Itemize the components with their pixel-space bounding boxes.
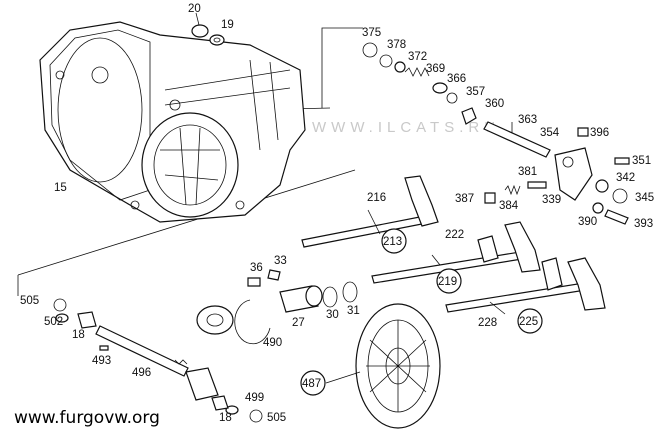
label-15: 15 [54, 182, 67, 194]
release-fork [185, 367, 219, 401]
ring-part-19 [209, 34, 225, 46]
cap-396 [577, 127, 589, 137]
label-396: 396 [590, 127, 609, 139]
label-375: 375 [362, 27, 381, 39]
label-381: 381 [518, 166, 537, 178]
callout-487: 487 [300, 370, 326, 396]
ring-505-upper [53, 298, 67, 312]
callout-225: 225 [517, 308, 543, 334]
washer-372 [394, 61, 406, 73]
label-393: 393 [634, 218, 653, 230]
label-378: 378 [387, 39, 406, 51]
svg-text:225: 225 [519, 316, 538, 328]
callout-219: 219 [436, 268, 462, 294]
label-27: 27 [292, 317, 305, 329]
label-384: 384 [499, 200, 519, 212]
label-30: 30 [326, 309, 339, 321]
ring-378 [379, 54, 393, 68]
plunger-366 [432, 82, 448, 94]
label-216: 216 [367, 192, 386, 204]
ring-502 [55, 313, 69, 323]
spring-384 [504, 184, 521, 196]
label-345: 345 [635, 192, 654, 204]
svg-text:487: 487 [302, 378, 321, 390]
label-18-upper: 18 [72, 329, 85, 341]
ring-357 [446, 92, 458, 104]
label-505-upper: 505 [20, 295, 39, 307]
bushing-18-upper [77, 311, 97, 329]
label-31: 31 [347, 305, 360, 317]
label-18-lower: 18 [219, 412, 232, 424]
label-360: 360 [485, 98, 504, 110]
ring-30 [322, 286, 338, 308]
label-366: 366 [447, 73, 466, 85]
label-36: 36 [250, 262, 263, 274]
label-387: 387 [455, 193, 474, 205]
label-20: 20 [188, 3, 201, 15]
watermark: WWW.ILCATS.RU [312, 119, 500, 136]
bolt-387 [484, 192, 496, 204]
label-339: 339 [542, 194, 561, 206]
label-19: 19 [221, 19, 234, 31]
release-bearing-guide-27 [279, 285, 323, 313]
bushing-18-lower [211, 395, 229, 411]
svg-text:219: 219 [438, 276, 457, 288]
clip-360 [461, 107, 477, 125]
label-33: 33 [274, 255, 287, 267]
svg-text:213: 213 [383, 236, 402, 248]
ring-345 [612, 188, 628, 204]
transmission-housing [39, 21, 306, 223]
leader-487 [325, 371, 361, 384]
site-caption: www.furgovw.org [14, 408, 160, 428]
label-351: 351 [632, 155, 651, 167]
bolt-381 [527, 181, 547, 189]
label-493: 493 [92, 355, 111, 367]
shift-rail-213 [301, 175, 439, 248]
label-222: 222 [445, 229, 464, 241]
plug-390 [592, 202, 604, 214]
label-499: 499 [245, 392, 264, 404]
pin-493 [99, 345, 109, 351]
label-505-lower: 505 [267, 412, 286, 424]
leader-frame-diagonal [17, 169, 356, 276]
shaft-354 [483, 121, 551, 158]
pin-351 [614, 157, 630, 165]
clip-490 [234, 299, 271, 345]
release-bearing [196, 305, 234, 335]
label-369: 369 [426, 63, 445, 75]
label-354: 354 [540, 127, 560, 139]
label-372: 372 [408, 51, 427, 63]
release-shaft-496 [95, 325, 189, 377]
label-228: 228 [478, 317, 497, 329]
ring-31 [342, 281, 358, 303]
clip-33 [267, 269, 281, 281]
selector-housing-342 [554, 147, 593, 201]
shift-rail-225 [445, 257, 606, 315]
spring-369 [404, 67, 430, 77]
callout-213: 213 [381, 228, 407, 254]
bolt-36 [247, 277, 261, 287]
clutch-disc [355, 303, 441, 429]
label-390: 390 [578, 216, 597, 228]
washer-339 [595, 179, 609, 193]
label-363: 363 [518, 114, 537, 126]
label-357: 357 [466, 86, 485, 98]
plug-part-20 [191, 12, 209, 38]
ring-505-lower [249, 409, 263, 423]
label-490: 490 [263, 337, 282, 349]
ring-499 [225, 405, 239, 415]
shift-rail-219 [371, 221, 541, 284]
leader-frame-upper [321, 27, 363, 108]
label-502: 502 [44, 316, 63, 328]
label-342: 342 [616, 172, 635, 184]
screw-393 [604, 209, 629, 225]
label-496: 496 [132, 367, 151, 379]
snap-ring-375 [362, 42, 378, 58]
